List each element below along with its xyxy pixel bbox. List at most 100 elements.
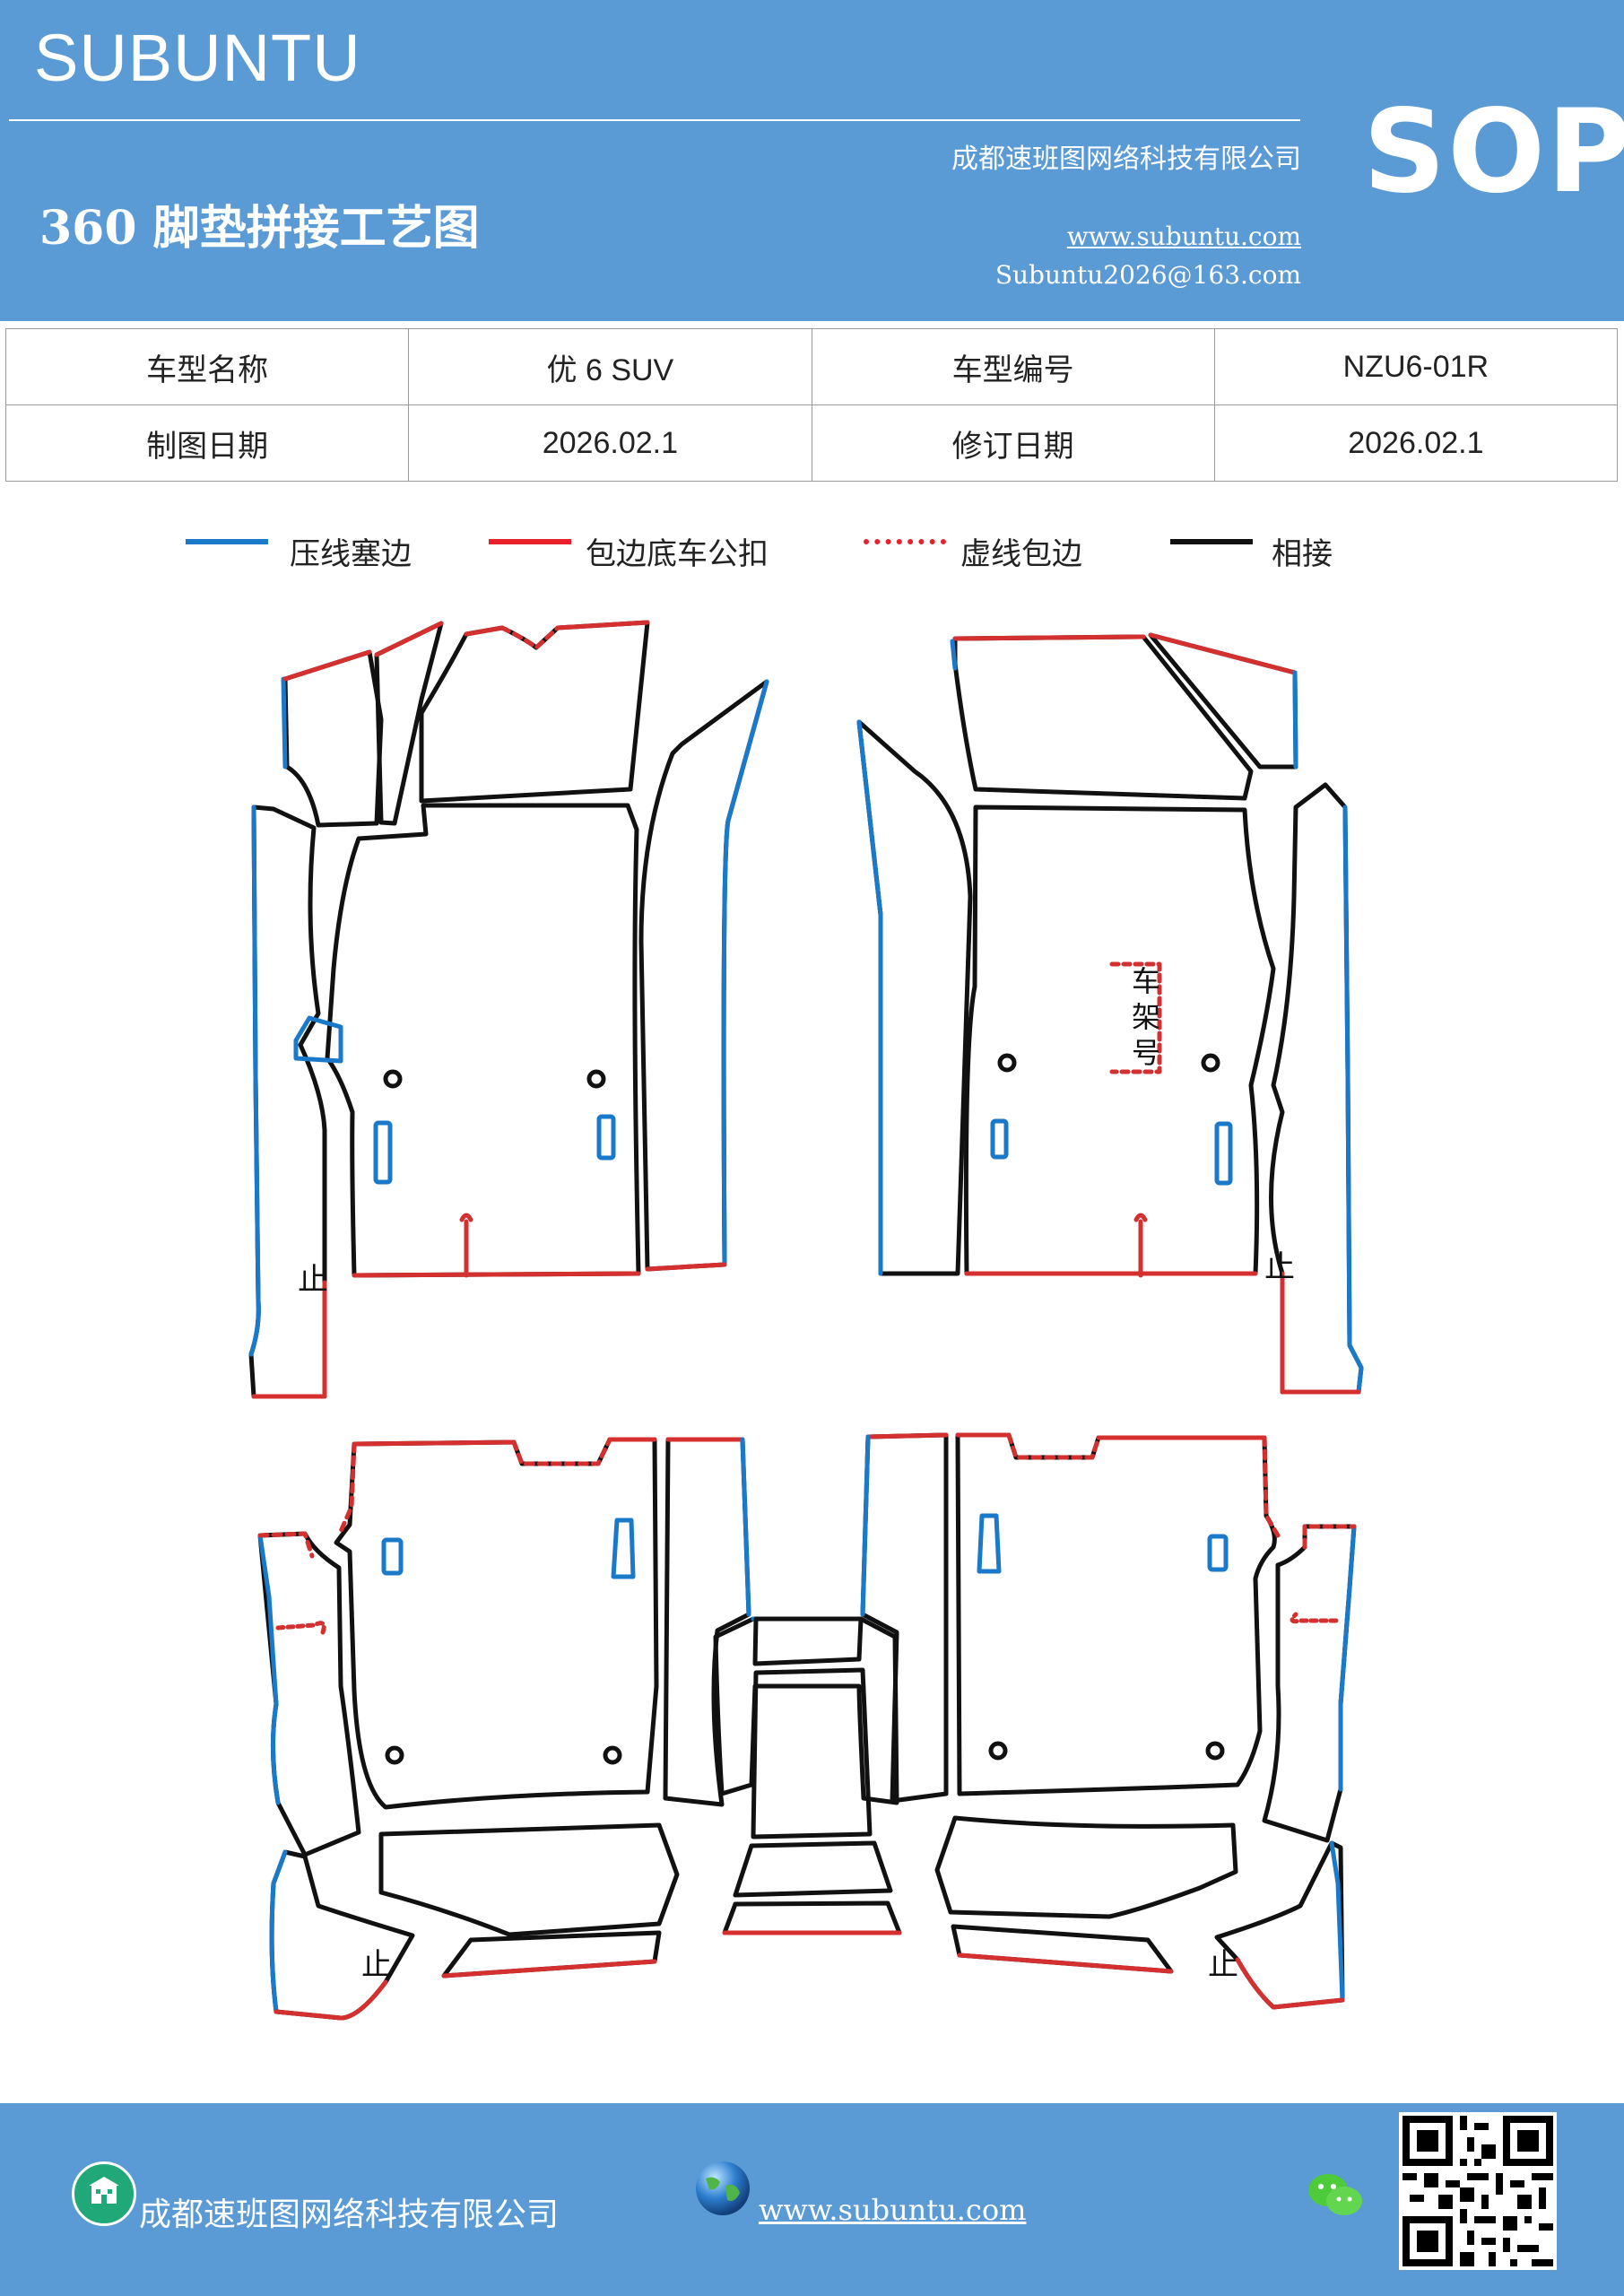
front-right-mat-group: [856, 632, 1364, 1395]
center-tunnel-group: [713, 1616, 902, 1935]
model-code-label: 车型编号: [811, 328, 1215, 405]
edge-red: [645, 1262, 727, 1272]
tunnel-cover: [752, 1616, 864, 1666]
front-left-mat-group: [248, 620, 769, 1399]
rear-right-lower-piece: [934, 1815, 1238, 1919]
slot: [977, 1513, 1002, 1574]
front-left-right-strip: [638, 679, 769, 1272]
page-title: 360 脚垫拼接工艺图: [39, 201, 480, 256]
front-right-main-mat: [963, 804, 1276, 1276]
rear-left-mat-group: [257, 1437, 751, 2021]
rear-left-corner-piece: [269, 1849, 415, 2021]
front-left-top-piece: [419, 620, 650, 804]
model-code-value: NZU6-01R: [1213, 328, 1619, 405]
edge-red-dotted: [1006, 1432, 1101, 1460]
edge-red-dotted: [257, 1531, 315, 1559]
frame-number-char: 车: [1132, 964, 1160, 998]
edge-red: [352, 1271, 641, 1278]
stop-mark: 止: [361, 1947, 392, 1983]
front-left-main-mat: [325, 803, 641, 1278]
globe-icon: [693, 2159, 752, 2218]
tunnel-middle-piece: [751, 1667, 873, 1839]
front-left-small-piece: [282, 649, 384, 828]
edge-red: [555, 620, 650, 631]
sop-badge: SOP: [1363, 85, 1624, 219]
anchor-hole: [997, 1053, 1017, 1073]
edge-red: [274, 1979, 388, 2021]
stop-mark: 止: [1264, 1249, 1295, 1285]
edge-red: [957, 1952, 1174, 1974]
slot: [611, 1518, 636, 1579]
rear-left-main-mat: [334, 1437, 659, 1810]
model-name-value: 优 6 SUV: [408, 328, 812, 405]
header-divider: [9, 119, 1300, 121]
slot: [596, 1114, 616, 1161]
slot: [1207, 1534, 1229, 1572]
edge-red: [1148, 632, 1298, 675]
rear-left-lower-piece: [378, 1822, 680, 1937]
slot: [381, 1537, 404, 1576]
footer-company: 成都速班图网络科技有限公司: [139, 2196, 560, 2233]
edge-red: [374, 621, 444, 657]
wechat-icon[interactable]: [1305, 2170, 1366, 2221]
edge-blue: [269, 1849, 288, 2014]
anchor-hole: [586, 1069, 606, 1089]
table-row: 车型名称 优 6 SUV 车型编号 NZU6-01R: [4, 328, 1619, 405]
edge-red: [282, 649, 372, 682]
edge-blue: [1292, 670, 1298, 770]
anchor-hole: [1205, 1741, 1225, 1761]
legend-swatch: [1170, 539, 1253, 544]
draw-date-value: 2026.02.1: [408, 404, 812, 482]
legend-swatch: [489, 539, 571, 544]
edge-blue: [1342, 804, 1364, 1395]
rear-left-strip: [663, 1437, 751, 1807]
model-name-label: 车型名称: [4, 328, 410, 405]
rear-right-mat-group: [860, 1432, 1357, 2010]
edge-red: [865, 1432, 949, 1439]
edge-blue: [721, 679, 769, 1267]
header-email: Subuntu2026@163.com: [994, 260, 1301, 290]
anchor-hole: [988, 1741, 1008, 1761]
edge-red-dotted: [511, 1437, 612, 1466]
footer-website-link[interactable]: www.subuntu.com: [759, 2193, 1027, 2227]
side-clip: [1290, 1612, 1339, 1624]
tunnel-bottom-strip: [722, 1900, 902, 1935]
slot: [1214, 1121, 1233, 1186]
qr-code: [1399, 2112, 1557, 2270]
rear-right-strip: [860, 1432, 949, 1804]
edge-blue: [1338, 1524, 1357, 1792]
edge-red: [1235, 1957, 1345, 2010]
edge-blue: [950, 639, 958, 671]
edge-red: [441, 1959, 657, 1979]
edge-blue: [1329, 1840, 1345, 2003]
anchor-hole: [385, 1745, 404, 1765]
slot: [373, 1120, 393, 1185]
edge-red-dotted: [336, 1441, 357, 1538]
stop-mark: 止: [1208, 1947, 1238, 1983]
edge-red-dotted: [499, 625, 560, 650]
anchor-hole: [1201, 1053, 1220, 1073]
frame-number-char: 号: [1132, 1036, 1160, 1070]
brand-name: SUBUNTU: [34, 21, 361, 95]
seam-notch: [1133, 1213, 1148, 1278]
stop-mark: 止: [298, 1262, 328, 1298]
rear-right-main-mat: [955, 1432, 1277, 1796]
header-website-link[interactable]: www.subuntu.com: [1066, 222, 1301, 251]
front-left-strip: [374, 621, 444, 826]
table-row: 制图日期 2026.02.1 修订日期 2026.02.1: [4, 404, 1619, 482]
front-left-side-strip: [248, 804, 327, 1399]
anchor-hole: [383, 1069, 403, 1089]
legend: 压线塞边 包边底车公扣 虚线包边 相接: [0, 529, 1624, 572]
info-table: 车型名称 优 6 SUV 车型编号 NZU6-01R 制图日期 2026.02.…: [4, 328, 1619, 482]
draw-date-label: 制图日期: [4, 404, 410, 482]
edge-red: [251, 1280, 327, 1399]
seam-notch: [459, 1213, 473, 1278]
legend-swatch: [186, 539, 268, 544]
frame-number-char: 架: [1132, 1000, 1160, 1034]
tunnel-lower-piece: [733, 1840, 893, 1898]
anchor-hole: [603, 1745, 622, 1765]
legend-label: 包边底车公扣: [586, 536, 769, 572]
edge-red-dotted: [1302, 1524, 1357, 1550]
rev-date-label: 修订日期: [811, 404, 1215, 482]
